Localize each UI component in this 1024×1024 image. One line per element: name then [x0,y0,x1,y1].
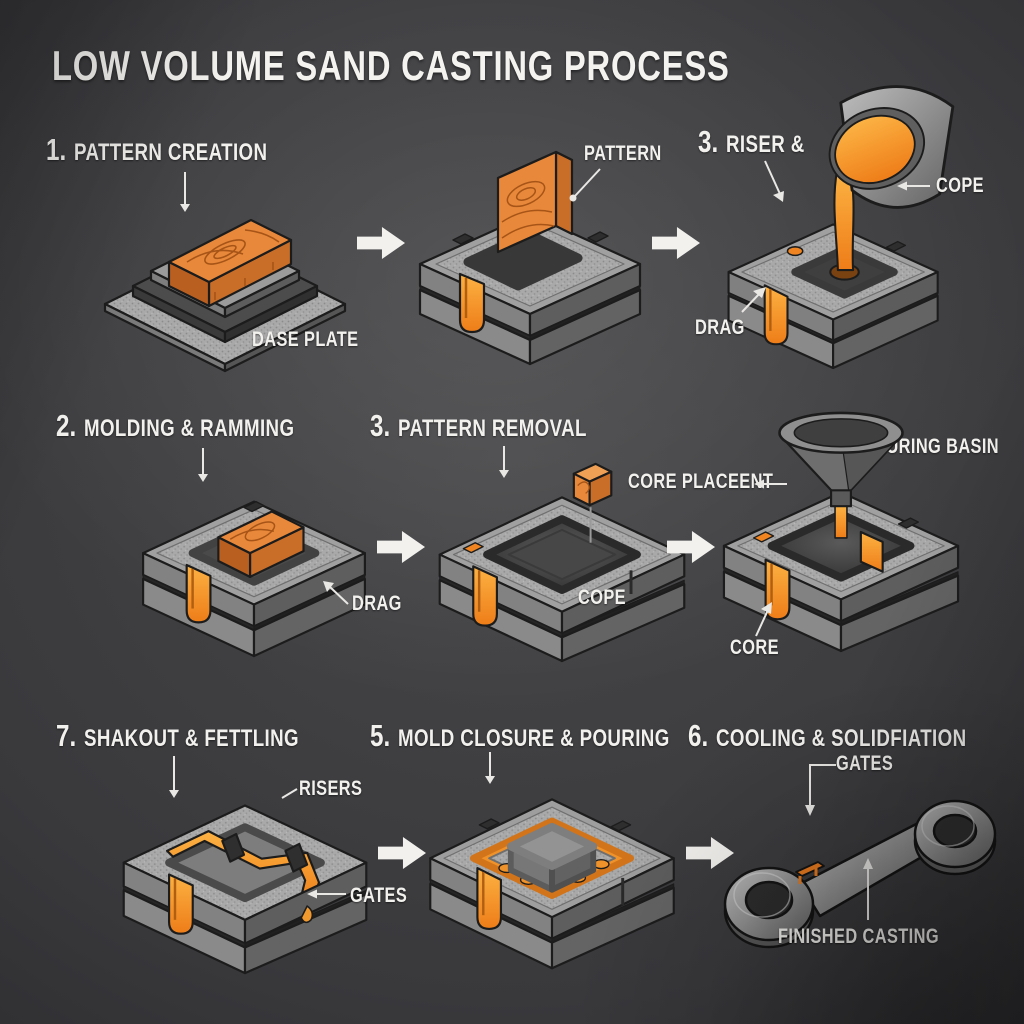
ladle-icon [828,85,955,209]
molten-stream [833,170,855,272]
sprue-channel [472,565,498,627]
arrow-down-icon [198,448,208,482]
illustration-finished-casting [723,799,997,949]
sprue-channel [476,866,503,931]
arrow-down-icon [180,172,190,212]
step-1-number: 1. [46,132,67,167]
step-5-title: MOLD CLOSURE & POURING [397,725,670,752]
label-base-plate: DASE PLATE [252,328,359,351]
riser-slot [221,832,246,863]
label-core: CORE [730,636,779,659]
step-2-number: 2. [56,408,77,443]
step-7-header: 7. SHAKOUT & FETTLING [56,718,299,754]
finished-casting-arrow-icon [863,858,873,920]
illustration-pattern-creation [103,218,347,373]
core-pointer-icon [755,602,772,637]
page-title: LOW VOLUME SAND CASTING PROCESS [52,42,730,89]
risers-pointer-icon [281,788,298,799]
label-core-placement: CORE PLACEENT [628,470,774,493]
step-5-number: 5. [370,718,391,753]
step-6-header: 6. COOLING & SOLIDFIATION [688,718,967,754]
riser-slot [284,842,309,873]
arrow-right-icon [377,531,425,563]
step-3-removal-number: 3. [370,408,391,443]
label-gates-left: GATES [350,884,408,907]
step-2-title: MOLDING & RAMMING [83,415,295,442]
wood-core-cube [572,462,613,507]
step-1-header: 1. PATTERN CREATION [46,132,267,168]
step-6-title: COOLING & SOLIDFIATION [715,725,967,752]
sprue-channel [185,563,212,624]
label-cope-row2: COPE [578,586,626,609]
riser-pointer-icon [764,160,784,202]
step-3-pour-number: 3. [698,124,719,159]
illustration-shakeout [122,804,368,975]
label-drag-row1: DRAG [695,316,745,339]
illustration-pattern-removal [438,462,686,663]
step-3-pour-title: RISER & [725,131,805,158]
gates-bent-arrow-icon [805,764,836,816]
sprue-channel [458,272,486,334]
illustration-flask-with-pattern [418,150,642,366]
arrow-down-icon [485,752,495,784]
core-channel [859,530,884,573]
illustration-core-placement [722,411,960,653]
step-7-title: SHAKOUT & FETTLING [83,725,299,752]
pattern-pointer-icon [569,168,601,202]
gate-drip [300,905,314,924]
gates-arrow-icon [307,889,346,899]
label-gates-right: GATES [836,752,894,775]
arrow-down-icon [499,446,509,478]
arrow-down-icon [169,756,179,798]
pouring-basin-funnel [778,411,904,508]
illustration-pouring [727,85,955,370]
arrow-right-icon [378,837,426,869]
label-finished-casting: FINISHED CASTING [778,925,939,948]
drag-arrow-icon [323,581,349,605]
label-pattern: PATTERN [584,142,662,165]
riser-opening [786,246,804,257]
step-1-title: PATTERN CREATION [73,139,268,166]
step-3-pour-header: 3. RISER & [698,124,805,160]
wood-pattern [217,510,305,578]
drag-arrow-icon [741,287,766,313]
step-5-header: 5. MOLD CLOSURE & POURING [370,718,670,754]
illustration-molding-ramming [142,500,366,658]
core-placement-arrow-icon [754,479,787,489]
label-drag-row2: DRAG [352,592,402,615]
cope-arrow-icon [897,181,930,191]
sprue-channel [167,873,194,935]
label-risers: RISERS [299,777,363,800]
step-6-number: 6. [688,718,709,753]
gate-stub [795,861,825,884]
step-2-header: 2. MOLDING & RAMMING [56,408,294,444]
wood-pattern [496,150,574,254]
casting-block [506,822,598,893]
step-3-removal-title: PATTERN REMOVAL [397,415,587,442]
step-7-number: 7. [56,718,77,753]
illustration-mold-closure [429,798,675,970]
label-cope-row1: COPE [936,174,984,197]
step-3-removal-header: 3. PATTERN REMOVAL [370,408,587,444]
